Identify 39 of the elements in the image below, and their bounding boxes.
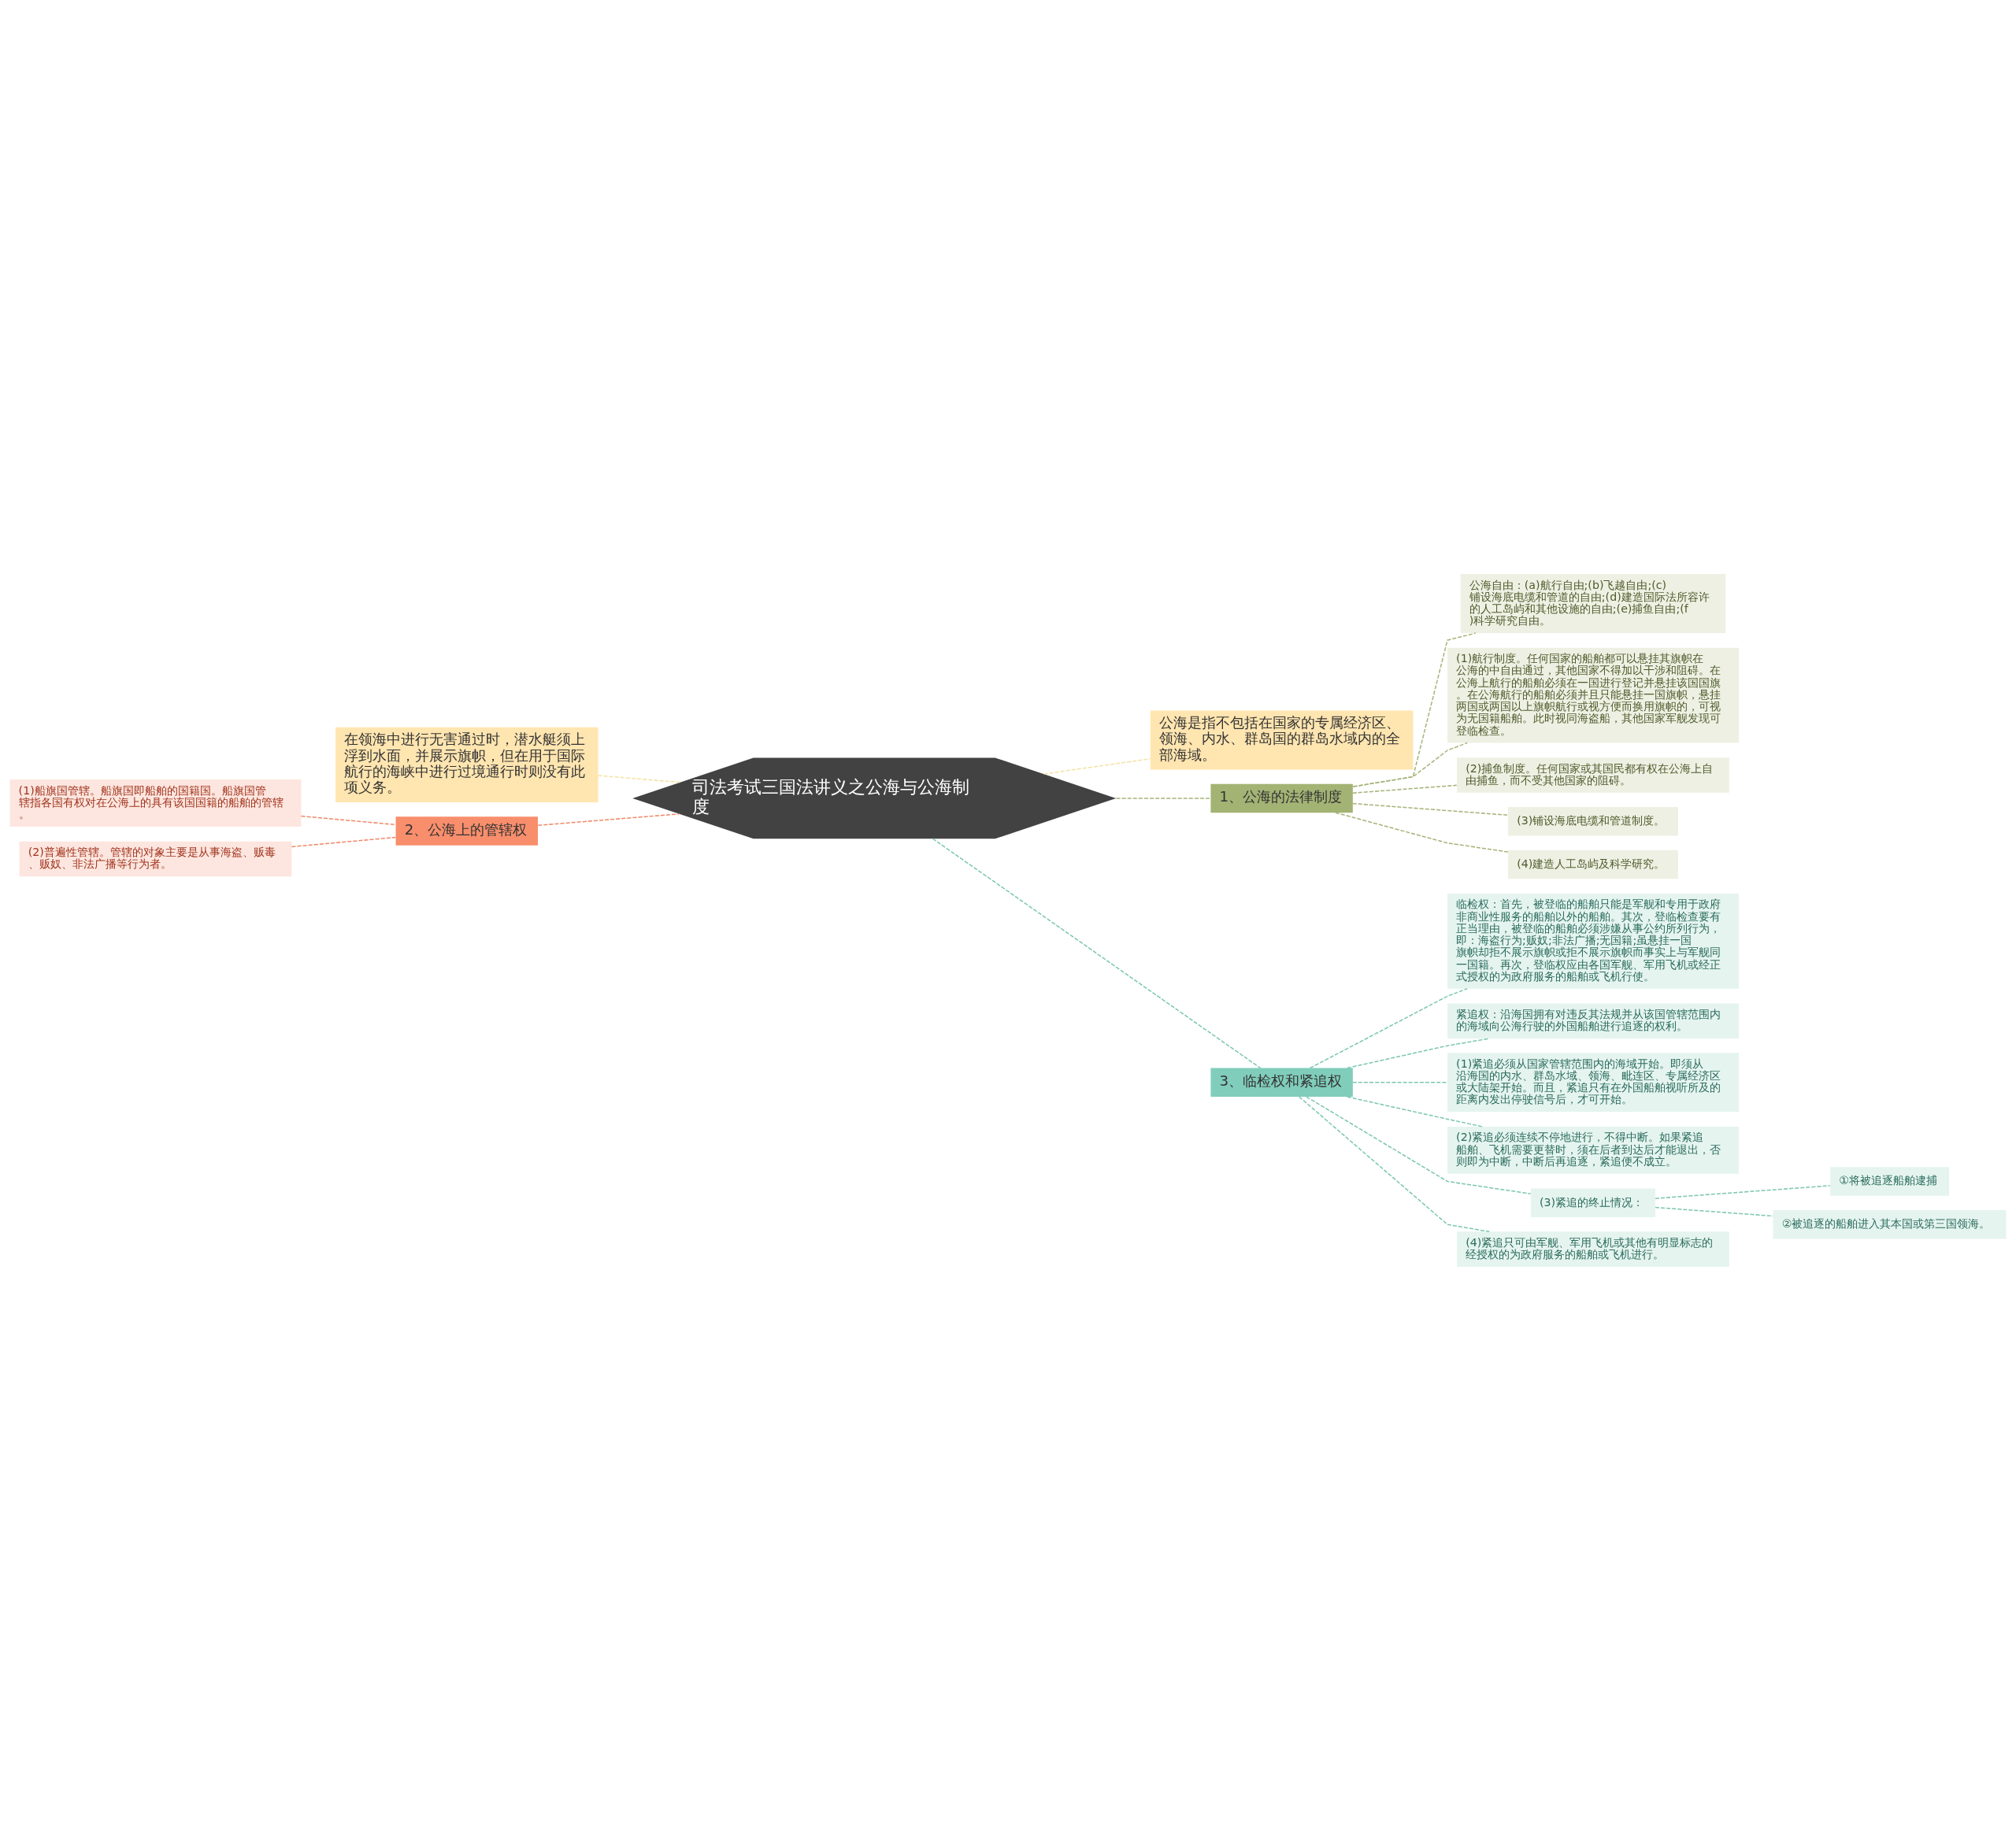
- connector: [1352, 742, 1468, 787]
- node-box: (4)紧追只可由军舰、军用飞机或其他有明显标志的经授权的为政府服务的船舶或飞机进行。: [1457, 1231, 1729, 1267]
- connector: [537, 813, 680, 826]
- connector: [1347, 1095, 1484, 1127]
- node-box: 紧追权：沿海国拥有对违反其法规并从该国管辖范围内的海域向公海行驶的外国船舶进行追逐的权利。: [1447, 1002, 1739, 1038]
- node-box: 2、公海上的管辖权: [395, 816, 538, 846]
- connector: [1655, 1184, 1831, 1199]
- node-box: ①将被追逐船舶逮捕: [1830, 1166, 1950, 1196]
- node-box: (1)紧追必须从国家管辖范围内的海域开始。即须从沿海国的内水、群岛水域、领海、毗连区、专属经济区或大陆架开始。而且，紧追只有在外国船舶视听所及的距离内发出停驶信号后，才可开始。: [1447, 1052, 1739, 1112]
- connector: [597, 774, 681, 783]
- node-box: ②被追逐的船舶进入其本国或第三国领海。: [1773, 1209, 2007, 1238]
- node-box: 公海自由：(a)航行自由;(b)飞越自由;(c)铺设海底电缆和管道的自由;(d)建造国际法所容许的人工岛屿和其他设施的自由;(e)捕鱼自由;(f)科学研究自由。: [1460, 573, 1726, 633]
- node-box: 临检权：首先，被登临的船舶只能是军舰和专用于政府非商业性服务的船舶以外的船舶。其次，登临检查要有正当理由，被登临的船舶必须涉嫌从事公约所列行为，即：海盗行为;贩奴;非法广播;无国籍;虽悬挂一国旗帜却拒不展示旗帜或拒不展示旗帜而事实上与军舰同一国籍。再次，登临权应由各国军舰、军用飞机或经正式授权的为政府服务的船舶或飞机行使。: [1447, 893, 1739, 989]
- node-box: 公海是指不包括在国家的专属经济区、领海、内水、群岛国的群岛水域内的全部海域。: [1150, 709, 1414, 769]
- connector: [1309, 987, 1468, 1068]
- connector: [300, 815, 397, 825]
- connector: [1352, 1081, 1448, 1083]
- connector: [1115, 797, 1211, 799]
- node-box: (1)船旗国管辖。船旗国即船舶的国籍国。船旗国管辖指各国有权对在公海上的具有该国国籍的船舶的管辖。: [9, 779, 302, 827]
- connector: [1299, 1095, 1490, 1232]
- connector: [1352, 802, 1509, 816]
- node-box: (4)建造人工岛屿及科学研究。: [1508, 850, 1678, 879]
- node-box: (3)紧追的终止情况：: [1530, 1188, 1656, 1217]
- connector: [1352, 631, 1477, 787]
- node-box: (2)捕鱼制度。任何国家或其国民都有权在公海上自由捕鱼，而不受其他国家的阻碍。: [1457, 757, 1729, 793]
- connector: [1043, 757, 1151, 775]
- connector: [1306, 1095, 1532, 1194]
- node-box: 在领海中进行无害通过时，潜水艇须上浮到水面，并展示旗帜，但在用于国际航行的海峡中进行过境通行时则没有此项义务。: [335, 727, 598, 802]
- connector: [1335, 811, 1509, 853]
- node-box: 3、临检权和紧追权: [1210, 1068, 1353, 1097]
- connector: [291, 836, 397, 847]
- node-box: (1)航行制度。任何国家的船舶都可以悬挂其旗帜在公海的中自由通过，其他国家不得加以干涉和阻碍。在公海上航行的船舶必须在一国进行登记并悬挂该国国旗。在公海航行的船舶必须并且只能悬挂一国旗帜，悬挂两国或两国以上旗帜航行或视方便而换用旗帜的，可视为无国籍船舶。此时视同海盗船，其他国家军舰发现可登临检查。: [1447, 647, 1739, 742]
- node-box: 1、公海的法律制度: [1210, 783, 1353, 813]
- node-box: (2)普遍性管辖。管辖的对象主要是从事海盗、贩毒、贩奴、非法广播等行为者。: [19, 841, 292, 876]
- node-box: (2)紧追必须连续不停地进行，不得中断。如果紧追船舶、飞机需要更替时，须在后者到达后才能退出，否则即为中断，中断后再追逐，紧追便不成立。: [1447, 1126, 1739, 1174]
- connector: [1352, 784, 1458, 794]
- node-box: (3)铺设海底电缆和管道制度。: [1508, 806, 1678, 836]
- connector: [932, 837, 1262, 1068]
- connector: [1347, 1037, 1490, 1068]
